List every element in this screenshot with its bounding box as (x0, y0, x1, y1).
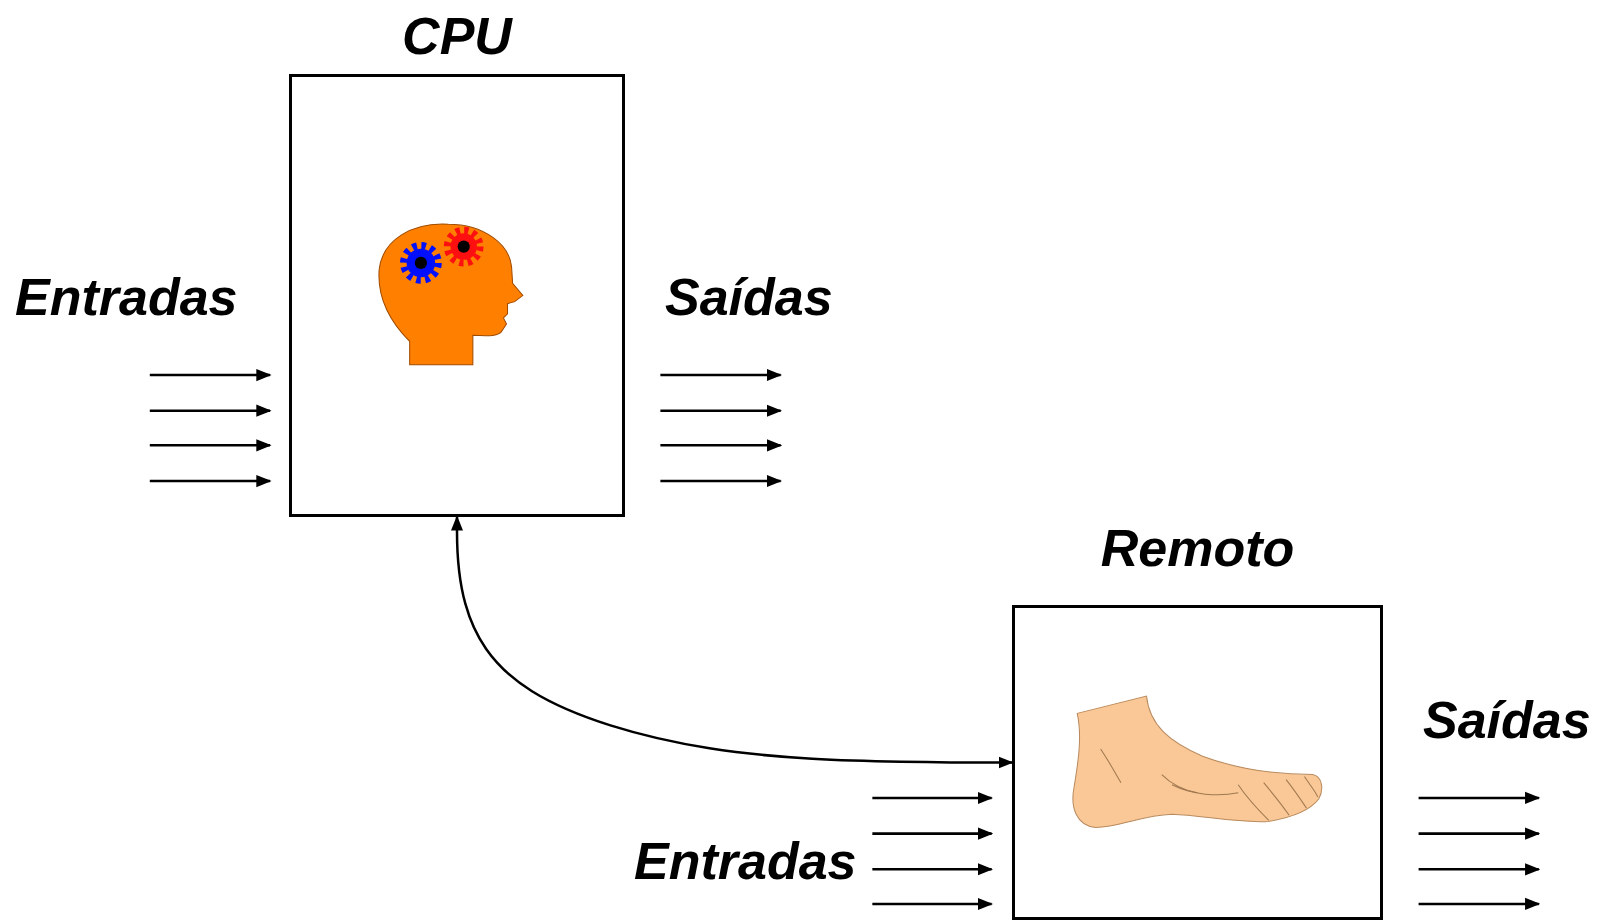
process-box: CPU (289, 74, 625, 517)
process-box: Remoto (1012, 605, 1383, 920)
signal-group-label: Entradas (634, 835, 857, 887)
box-heading: CPU (402, 10, 512, 62)
box-heading: Remoto (1101, 522, 1295, 574)
connector (457, 517, 1012, 763)
signal-arrows (150, 375, 1539, 904)
foot-icon (1073, 696, 1322, 827)
signal-group-label: Saídas (665, 271, 833, 323)
signal-group-label: Saídas (1423, 694, 1591, 746)
signal-group-label: Entradas (15, 271, 238, 323)
head-icon (379, 224, 523, 365)
